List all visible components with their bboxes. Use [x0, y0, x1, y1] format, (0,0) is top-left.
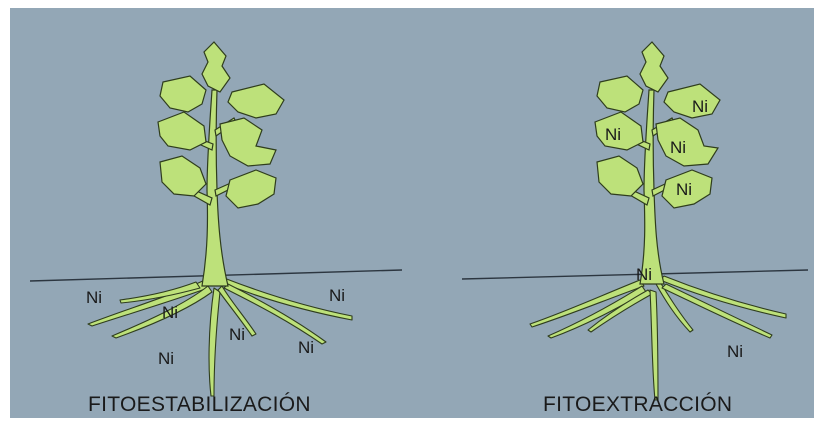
ni-label: Ni	[605, 125, 621, 144]
ni-label: Ni	[86, 288, 102, 307]
ni-label: Ni	[676, 180, 692, 199]
ni-label: Ni	[162, 303, 178, 322]
ni-label: Ni	[636, 265, 652, 284]
ni-label: Ni	[727, 342, 743, 361]
panel-caption: FITOESTABILIZACIÓN	[88, 393, 311, 416]
ni-label: Ni	[229, 325, 245, 344]
background-panel	[10, 8, 814, 418]
panel-caption: FITOEXTRACCIÓN	[543, 393, 732, 416]
ni-label: Ni	[670, 138, 686, 157]
ni-label: Ni	[158, 349, 174, 368]
ni-label: Ni	[329, 286, 345, 305]
ni-label: Ni	[692, 97, 708, 116]
ni-label: Ni	[298, 338, 314, 357]
